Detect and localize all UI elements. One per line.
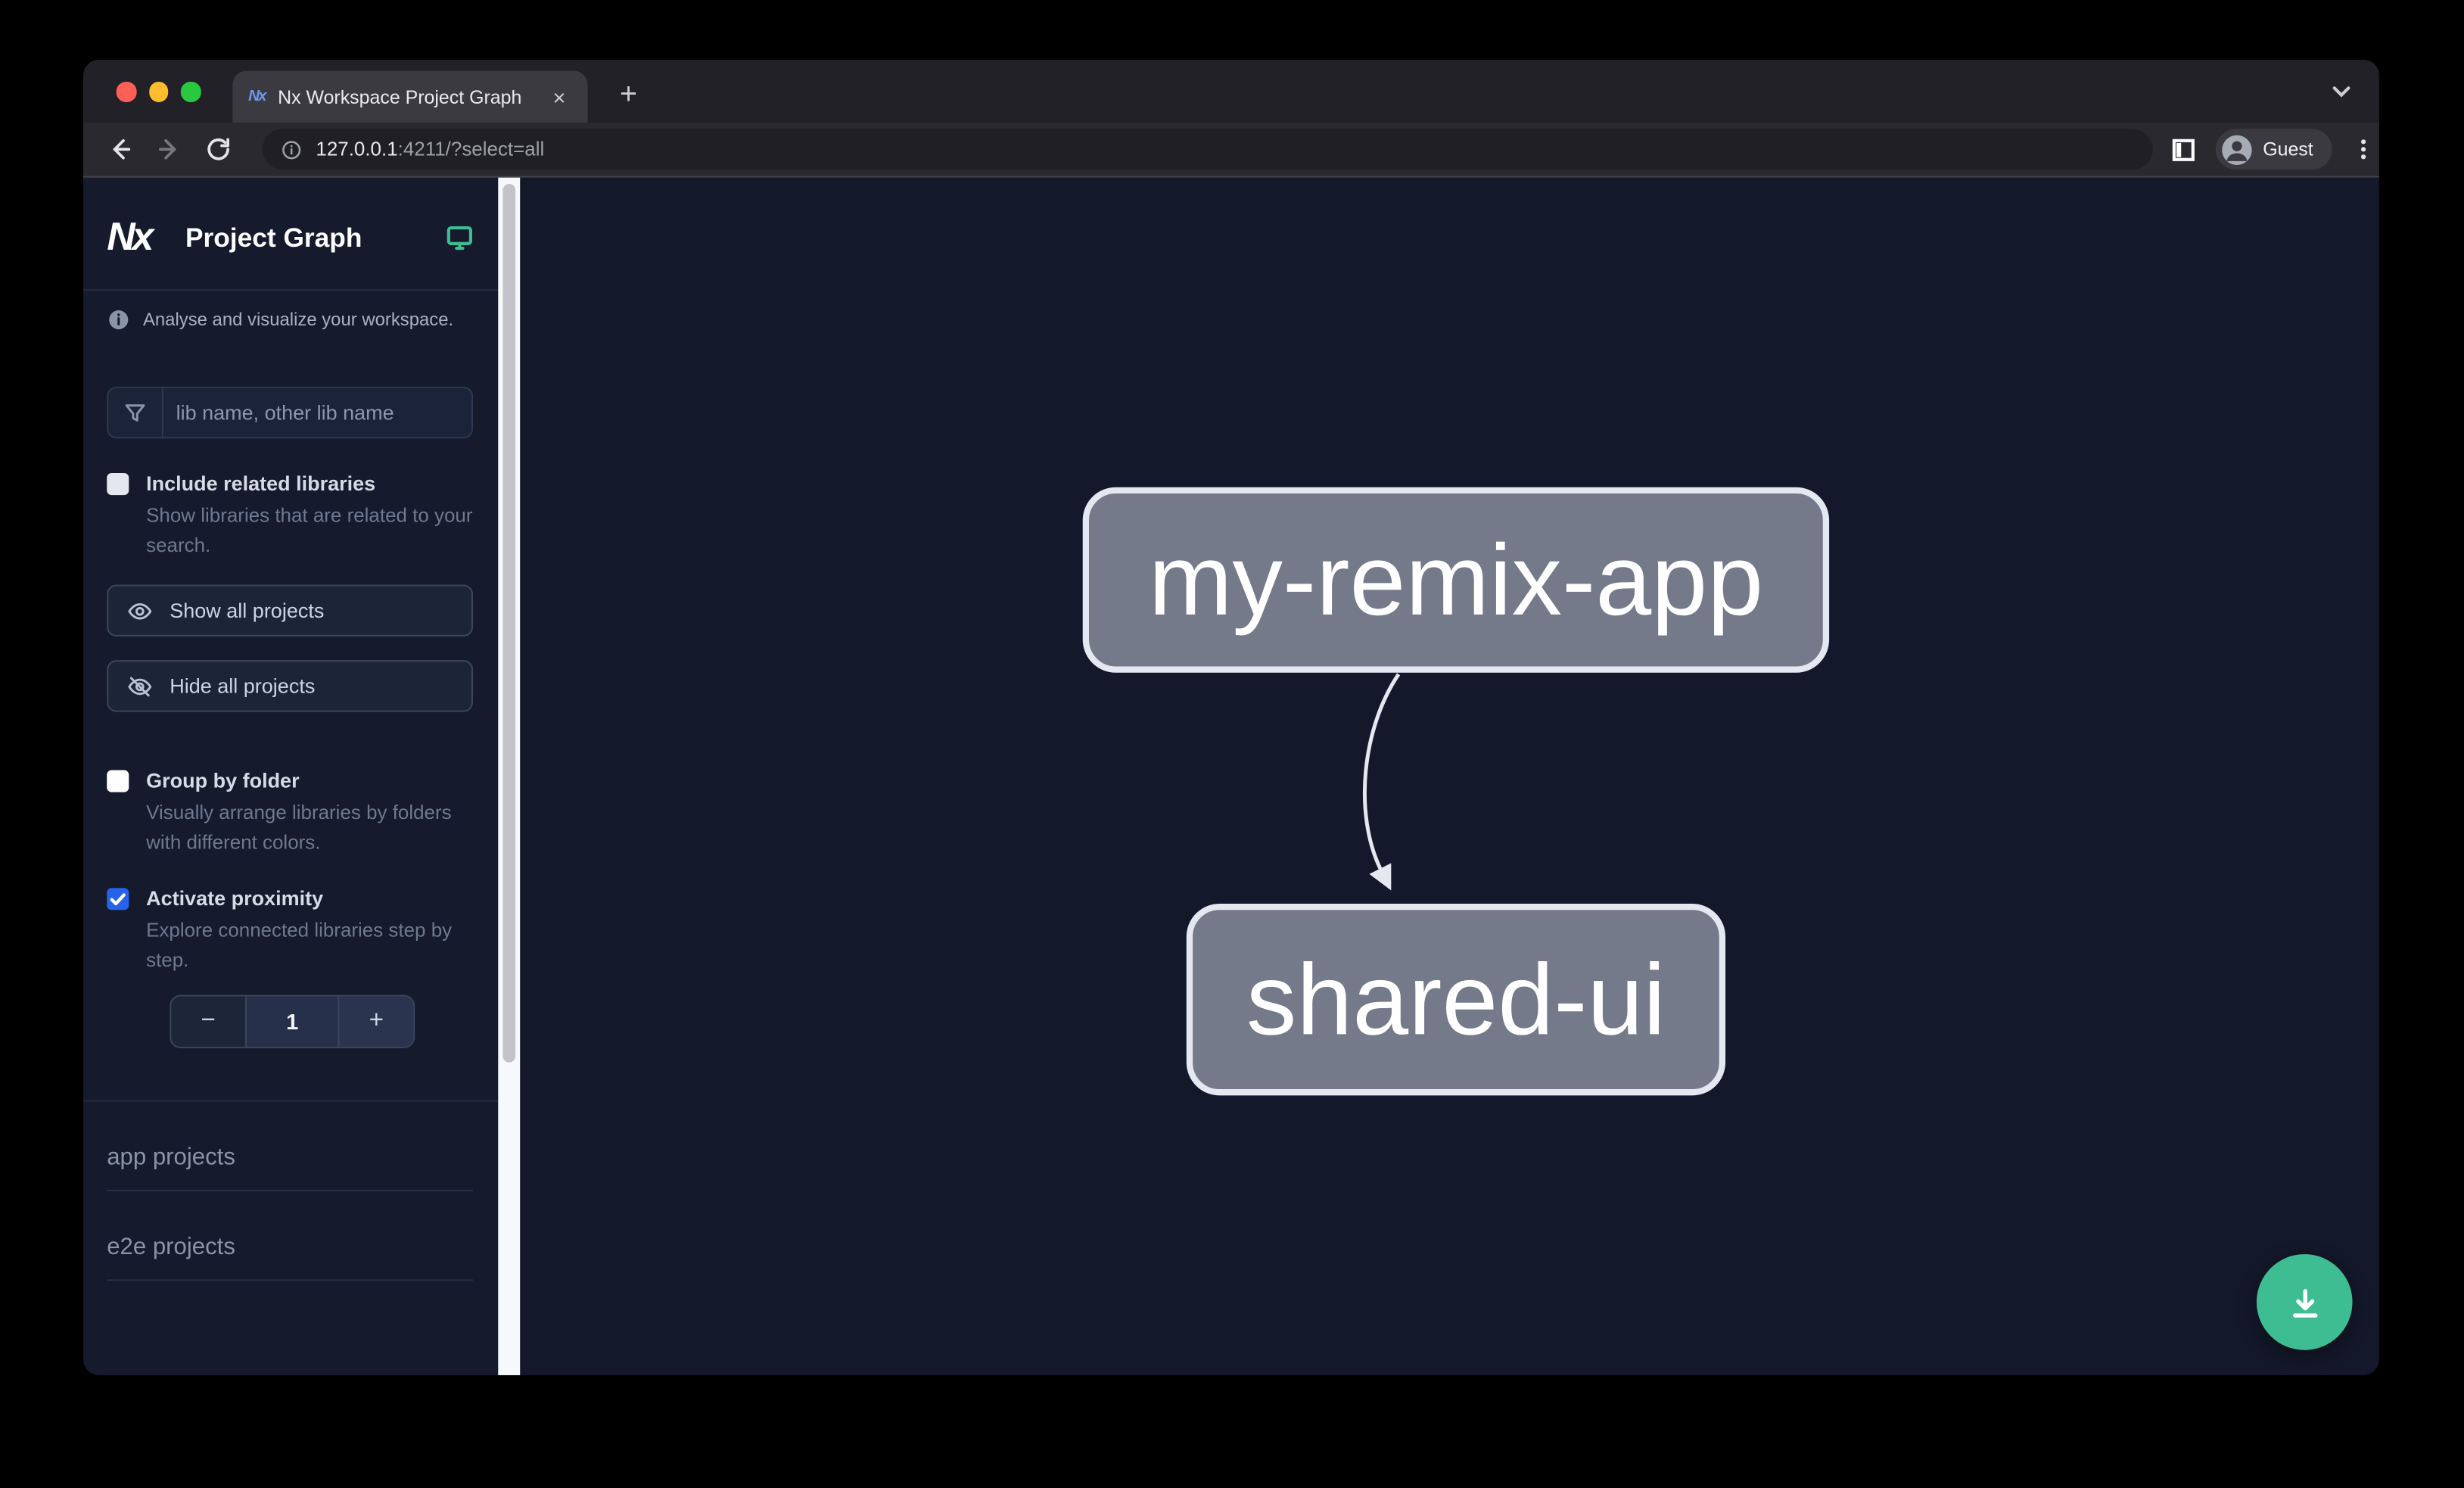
reload-icon[interactable] xyxy=(204,135,232,163)
tagline-row: Analyse and visualize your workspace. xyxy=(83,291,498,349)
option-label: Include related libraries xyxy=(146,471,376,496)
section-app-projects: app projects xyxy=(107,1144,474,1192)
sidebar: Nx Project Graph Analyse and visualize y… xyxy=(83,177,499,1375)
profile-label: Guest xyxy=(2263,138,2313,160)
side-panel-icon[interactable] xyxy=(2172,138,2195,161)
url-text: 127.0.0.1:4211/?select=all xyxy=(316,138,545,160)
search-input[interactable] xyxy=(163,400,471,425)
option-activate-proximity[interactable]: Activate proximity Explore connected lib… xyxy=(107,885,473,976)
hide-all-projects-button[interactable]: Hide all projects xyxy=(107,660,474,712)
download-icon xyxy=(2292,1288,2317,1317)
tab-close-icon[interactable]: × xyxy=(552,84,566,110)
option-label: Group by folder xyxy=(146,768,300,792)
forward-icon[interactable] xyxy=(156,135,184,163)
option-include-related[interactable]: Include related libraries Show libraries… xyxy=(107,470,473,561)
decrement-button[interactable]: − xyxy=(171,996,245,1047)
divider xyxy=(83,289,499,291)
sidebar-scrollbar-track xyxy=(498,177,521,1375)
edge-my-remix-app-to-shared-ui xyxy=(1362,673,1401,891)
show-all-projects-button[interactable]: Show all projects xyxy=(107,584,474,637)
tagline-text: Analyse and visualize your workspace. xyxy=(142,310,454,330)
nx-logo: Nx xyxy=(107,215,154,260)
node-label: shared-ui xyxy=(1246,942,1666,1057)
option-description: Show libraries that are related to your … xyxy=(146,504,473,557)
option-description: Visually arrange libraries by folders wi… xyxy=(146,802,452,854)
graph-canvas[interactable]: my-remix-app shared-ui xyxy=(520,177,2379,1375)
menu-dots-icon[interactable] xyxy=(2353,139,2375,160)
increment-button[interactable]: + xyxy=(339,996,414,1047)
checkbox-group-by-folder[interactable] xyxy=(107,770,129,792)
browser-toolbar: 127.0.0.1:4211/?select=all Guest xyxy=(83,122,2379,178)
page-content: Nx Project Graph Analyse and visualize y… xyxy=(83,177,2379,1375)
divider xyxy=(161,386,163,439)
toolbar-right: Guest xyxy=(2172,129,2375,170)
close-window-button[interactable] xyxy=(116,81,136,101)
brand-header: Nx Project Graph xyxy=(83,178,498,289)
checkbox-include-related[interactable] xyxy=(107,473,129,496)
divider xyxy=(83,1100,499,1102)
checkbox-activate-proximity[interactable] xyxy=(107,888,129,911)
search-box xyxy=(107,386,474,439)
window-controls xyxy=(116,81,201,101)
nx-favicon-icon: Nx xyxy=(248,88,266,106)
back-icon[interactable] xyxy=(105,135,133,163)
avatar-icon xyxy=(2222,134,2252,164)
info-icon xyxy=(109,310,129,330)
site-info-icon[interactable] xyxy=(282,139,302,160)
tab-title: Nx Workspace Project Graph xyxy=(278,86,522,108)
zoom-window-button[interactable] xyxy=(180,81,201,101)
button-label: Hide all projects xyxy=(170,674,316,698)
address-bar[interactable]: 127.0.0.1:4211/?select=all xyxy=(262,129,2153,170)
proximity-value: 1 xyxy=(244,996,340,1047)
section-e2e-projects: e2e projects xyxy=(107,1234,474,1281)
node-my-remix-app[interactable]: my-remix-app xyxy=(1082,487,1830,673)
eye-off-icon xyxy=(128,676,152,696)
node-shared-ui[interactable]: shared-ui xyxy=(1186,904,1726,1096)
sidebar-scrollbar-thumb[interactable] xyxy=(502,183,516,1063)
tab-strip: Nx Nx Workspace Project Graph × + xyxy=(83,59,2379,123)
eye-icon xyxy=(128,602,152,619)
check-icon xyxy=(110,893,126,906)
new-tab-button[interactable]: + xyxy=(620,78,638,112)
node-label: my-remix-app xyxy=(1148,523,1764,637)
download-graph-button[interactable] xyxy=(2256,1254,2353,1350)
button-label: Show all projects xyxy=(170,599,325,623)
tab-nx-workspace[interactable]: Nx Nx Workspace Project Graph × xyxy=(232,70,588,123)
browser-window: Nx Nx Workspace Project Graph × + 127.0.… xyxy=(83,59,2379,1375)
monitor-icon[interactable] xyxy=(446,225,473,251)
option-group-by-folder[interactable]: Group by folder Visually arrange librari… xyxy=(107,767,473,858)
option-description: Explore connected libraries step by step… xyxy=(146,919,453,972)
proximity-stepper: − 1 + xyxy=(170,995,415,1049)
filter-icon xyxy=(125,403,145,421)
chevron-down-icon[interactable] xyxy=(2329,79,2354,104)
option-label: Activate proximity xyxy=(146,886,324,911)
profile-button[interactable]: Guest xyxy=(2215,129,2332,170)
minimize-window-button[interactable] xyxy=(148,81,169,101)
page-title: Project Graph xyxy=(185,222,362,253)
